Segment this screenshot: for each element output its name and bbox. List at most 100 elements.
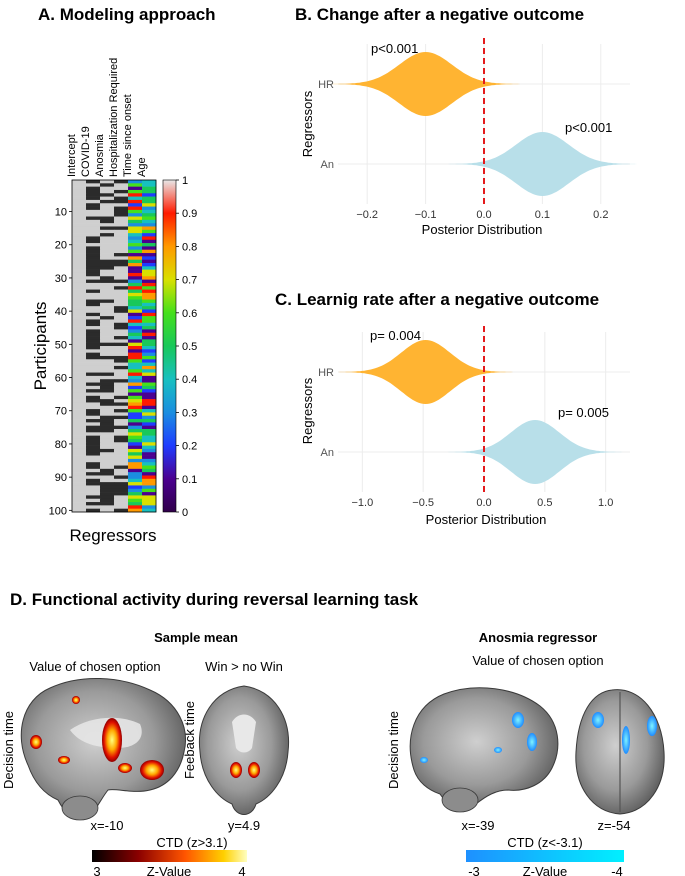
design-matrix-cell — [72, 286, 87, 290]
design-matrix-cell — [142, 475, 157, 480]
design-matrix-cell — [86, 419, 101, 423]
design-matrix-cell — [72, 206, 87, 211]
design-matrix-cell — [86, 375, 101, 380]
panel-b-pvalue-an: p<0.001 — [565, 120, 612, 135]
design-matrix-cell — [142, 279, 157, 284]
participant-tick-label: 40 — [55, 306, 67, 318]
design-matrix-cell — [114, 206, 129, 211]
design-matrix-cell — [100, 256, 115, 260]
design-matrix-cell — [142, 253, 157, 257]
design-matrix-cell — [72, 352, 87, 357]
design-matrix-cell — [100, 326, 115, 330]
design-matrix-cell — [86, 326, 101, 330]
design-matrix-cell — [100, 319, 115, 324]
design-matrix-cell — [86, 395, 101, 400]
design-matrix-cell — [100, 206, 115, 211]
design-matrix-cell — [100, 253, 115, 257]
design-matrix-cell — [128, 199, 143, 204]
design-matrix-cell — [86, 319, 101, 324]
design-matrix-cell — [86, 482, 101, 486]
design-matrix-cell — [114, 219, 129, 224]
design-matrix-cell — [114, 229, 129, 234]
design-matrix-cell — [86, 478, 101, 483]
design-matrix-cell — [100, 432, 115, 436]
design-matrix-cell — [100, 502, 115, 506]
design-matrix-cell — [72, 243, 87, 247]
design-matrix-cell — [142, 266, 157, 270]
design-matrix-cell — [72, 395, 87, 400]
design-matrix-cell — [114, 448, 129, 453]
design-matrix-cell — [86, 229, 101, 234]
design-matrix-cell — [114, 282, 129, 287]
design-matrix-cell — [72, 316, 87, 320]
design-matrix-cell — [128, 402, 143, 407]
design-matrix-cell — [142, 445, 157, 450]
design-matrix-cell — [86, 209, 101, 214]
design-matrix-cell — [72, 336, 87, 340]
design-matrix-cell — [100, 259, 115, 264]
design-matrix-cell — [142, 180, 157, 184]
column-label-covid: COVID-19 — [80, 126, 92, 177]
design-matrix-cell — [142, 442, 157, 446]
design-matrix-cell — [128, 492, 143, 496]
design-matrix-cell — [86, 336, 101, 340]
violin-an — [447, 420, 623, 484]
design-matrix-cell — [128, 458, 143, 463]
design-matrix-cell — [100, 336, 115, 340]
design-matrix-cell — [114, 429, 129, 433]
design-matrix-cell — [114, 339, 129, 343]
design-matrix-cell — [100, 399, 115, 403]
design-matrix-cell — [72, 422, 87, 426]
design-matrix-cell — [114, 266, 129, 270]
design-matrix-cell — [142, 272, 157, 277]
design-matrix-cell — [100, 213, 115, 217]
design-matrix-cell — [86, 475, 101, 480]
design-matrix-cell — [128, 452, 143, 456]
design-matrix-cell — [100, 422, 115, 426]
design-matrix-cell — [72, 425, 87, 430]
design-matrix-cell — [128, 485, 143, 490]
design-matrix-cell — [100, 203, 115, 207]
design-matrix-cell — [100, 316, 115, 320]
design-matrix-cell — [142, 498, 157, 503]
design-matrix-cell — [72, 203, 87, 207]
design-matrix-cell — [142, 312, 157, 317]
design-matrix-cell — [72, 272, 87, 277]
design-matrix-cell — [100, 495, 115, 500]
design-matrix-cell — [100, 415, 115, 420]
design-matrix-cell — [72, 259, 87, 264]
design-matrix-cell — [86, 498, 101, 503]
design-matrix-cell — [128, 382, 143, 387]
design-matrix-cell — [142, 239, 157, 244]
design-matrix-cell — [100, 395, 115, 400]
anosmia-value-label: Value of chosen option — [472, 653, 603, 668]
design-matrix-cell — [86, 286, 101, 290]
participant-tick-label: 10 — [55, 207, 67, 219]
participants-axis-label: Participants — [31, 302, 50, 391]
design-matrix-cell — [86, 193, 101, 197]
design-matrix-cell — [72, 405, 87, 410]
design-matrix-cell — [114, 389, 129, 393]
panel-c-title: C. Learnig rate after a negative outcome — [275, 290, 599, 309]
design-matrix-cell — [86, 505, 101, 509]
design-matrix-cell — [72, 369, 87, 373]
design-matrix-cell — [86, 352, 101, 357]
design-matrix-cell — [142, 309, 157, 314]
x-tick-label: 0.0 — [476, 209, 491, 221]
design-matrix-cell — [86, 342, 101, 347]
design-matrix-cell — [128, 389, 143, 393]
design-matrix-cell — [128, 438, 143, 443]
sample-mean-win-label: Win > no Win — [205, 659, 283, 674]
design-matrix-cell — [128, 372, 143, 377]
colorbar-tick-label: 0.3 — [182, 407, 197, 419]
design-matrix-cell — [128, 299, 143, 304]
design-matrix-cell — [114, 349, 129, 353]
design-matrix-cell — [142, 336, 157, 340]
design-matrix-cell — [72, 349, 87, 353]
design-matrix-cell — [114, 352, 129, 357]
design-matrix-cell — [142, 299, 157, 304]
design-matrix-cell — [100, 193, 115, 197]
design-matrix-cell — [72, 189, 87, 194]
design-matrix-cell — [142, 425, 157, 430]
